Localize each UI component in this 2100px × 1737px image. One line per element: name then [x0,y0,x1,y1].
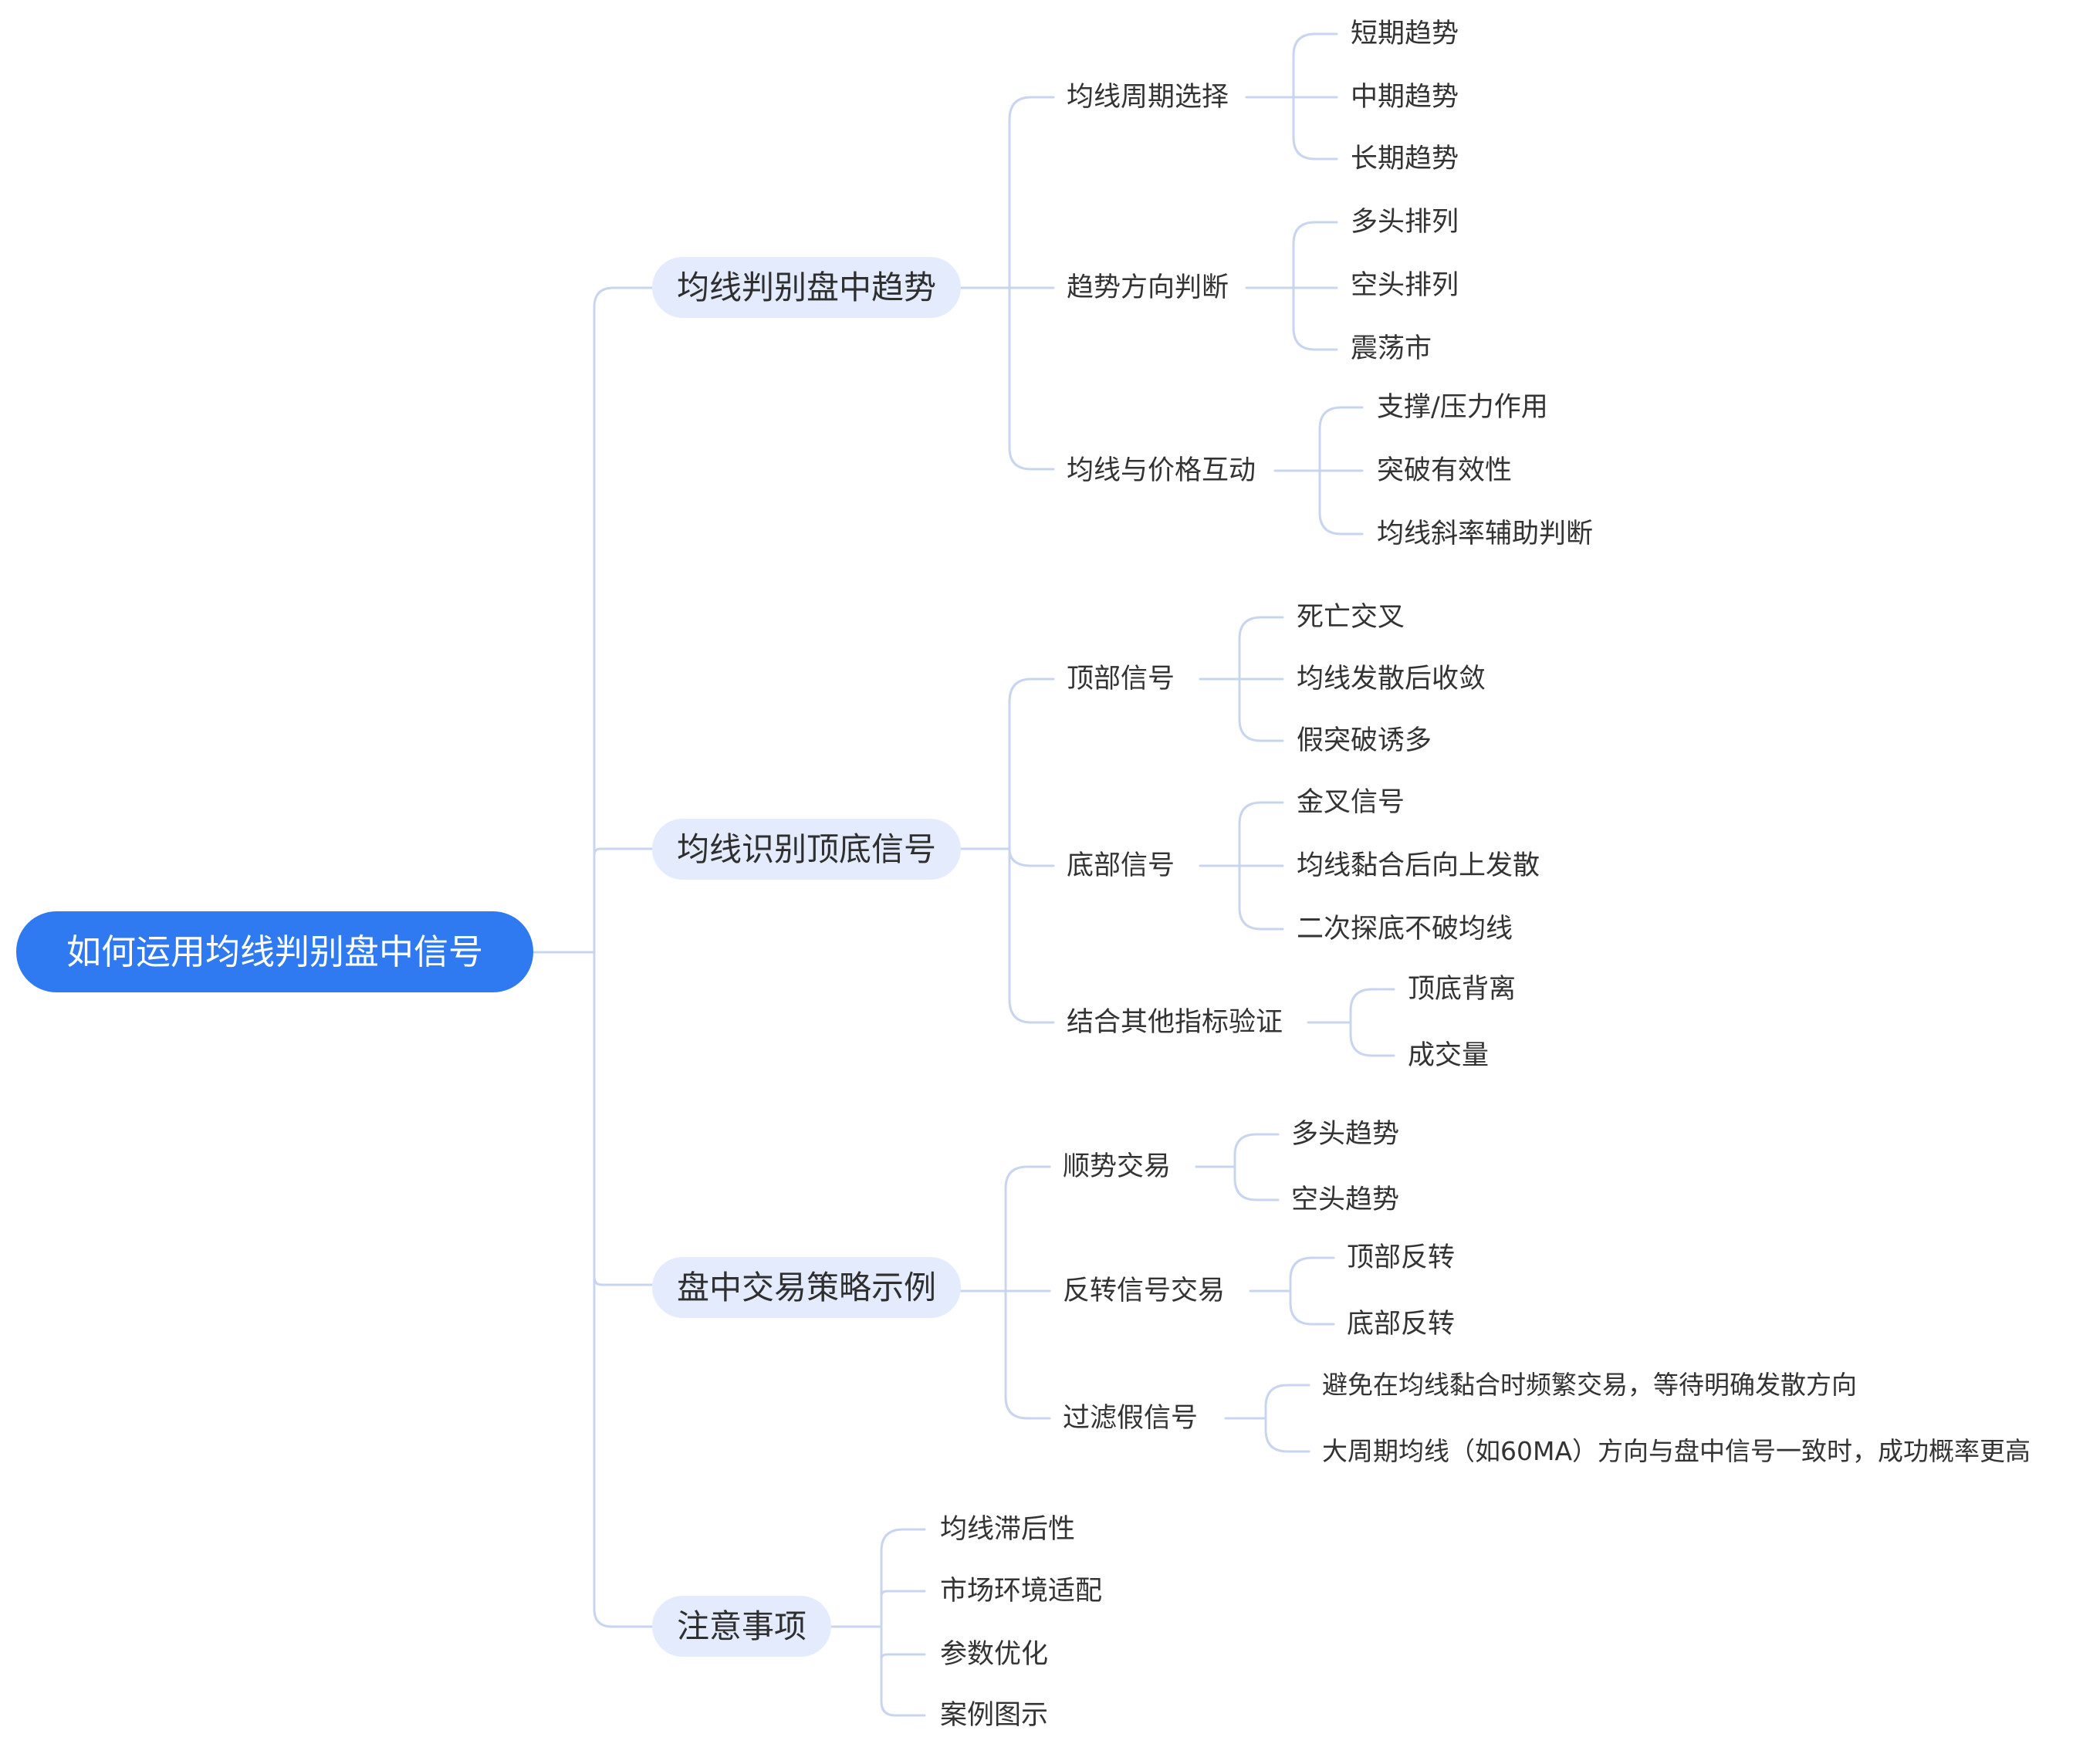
leaf-topic[interactable]: 避免在均线黏合时频繁交易，等待明确发散方向 [1322,1370,1857,1400]
branch-topic[interactable]: 盘中交易策略示例 [652,1257,962,1318]
leaf-topic[interactable]: 中期趋势 [1351,82,1459,113]
branch-topic[interactable]: 均线判别盘中趋势 [652,257,962,318]
leaf-topic[interactable]: 突破有效性 [1377,455,1513,486]
subtopic[interactable]: 案例图示 [940,1700,1049,1731]
leaf-topic[interactable]: 死亡交叉 [1297,602,1405,633]
root-topic[interactable]: 如何运用均线判别盘中信号 [16,911,533,992]
leaf-topic[interactable]: 长期趋势 [1351,144,1459,174]
branch-topic[interactable]: 均线识别顶底信号 [652,819,962,880]
leaf-topic[interactable]: 多头趋势 [1291,1119,1400,1150]
leaf-topic[interactable]: 均线斜率辅助判断 [1377,519,1594,549]
leaf-topic[interactable]: 短期趋势 [1351,19,1459,49]
subtopic[interactable]: 均线与价格互动 [1067,455,1256,486]
subtopic[interactable]: 顶部信号 [1067,664,1175,694]
subtopic[interactable]: 参数优化 [940,1639,1049,1670]
leaf-topic[interactable]: 均线黏合后向上发散 [1297,850,1540,881]
leaf-topic[interactable]: 顶底背离 [1408,974,1517,1005]
subtopic[interactable]: 底部信号 [1067,850,1175,881]
subtopic[interactable]: 结合其他指标验证 [1067,1007,1283,1038]
subtopic[interactable]: 反转信号交易 [1063,1276,1226,1306]
subtopic[interactable]: 均线周期选择 [1067,82,1229,113]
leaf-topic[interactable]: 空头趋势 [1291,1184,1400,1215]
subtopic[interactable]: 均线滞后性 [940,1514,1076,1545]
leaf-topic[interactable]: 成交量 [1408,1040,1490,1071]
leaf-topic[interactable]: 金叉信号 [1297,787,1405,818]
leaf-topic[interactable]: 支撑/压力作用 [1377,392,1548,423]
leaf-topic[interactable]: 空头排列 [1351,270,1459,301]
branch-topic[interactable]: 注意事项 [652,1596,832,1657]
subtopic[interactable]: 过滤假信号 [1063,1403,1199,1434]
leaf-topic[interactable]: 均线发散后收敛 [1297,664,1486,694]
leaf-topic[interactable]: 假突破诱多 [1297,725,1432,756]
subtopic[interactable]: 趋势方向判断 [1067,272,1229,303]
leaf-topic[interactable]: 二次探底不破均线 [1297,914,1513,945]
subtopic[interactable]: 顺势交易 [1063,1151,1172,1182]
subtopic[interactable]: 市场环境适配 [940,1576,1103,1607]
leaf-topic[interactable]: 多头排列 [1351,207,1459,238]
leaf-topic[interactable]: 顶部反转 [1347,1242,1456,1273]
leaf-topic[interactable]: 底部反转 [1347,1309,1456,1340]
leaf-topic[interactable]: 震荡市 [1351,333,1432,364]
leaf-topic[interactable]: 大周期均线（如60MA）方向与盘中信号一致时，成功概率更高 [1322,1436,2031,1466]
